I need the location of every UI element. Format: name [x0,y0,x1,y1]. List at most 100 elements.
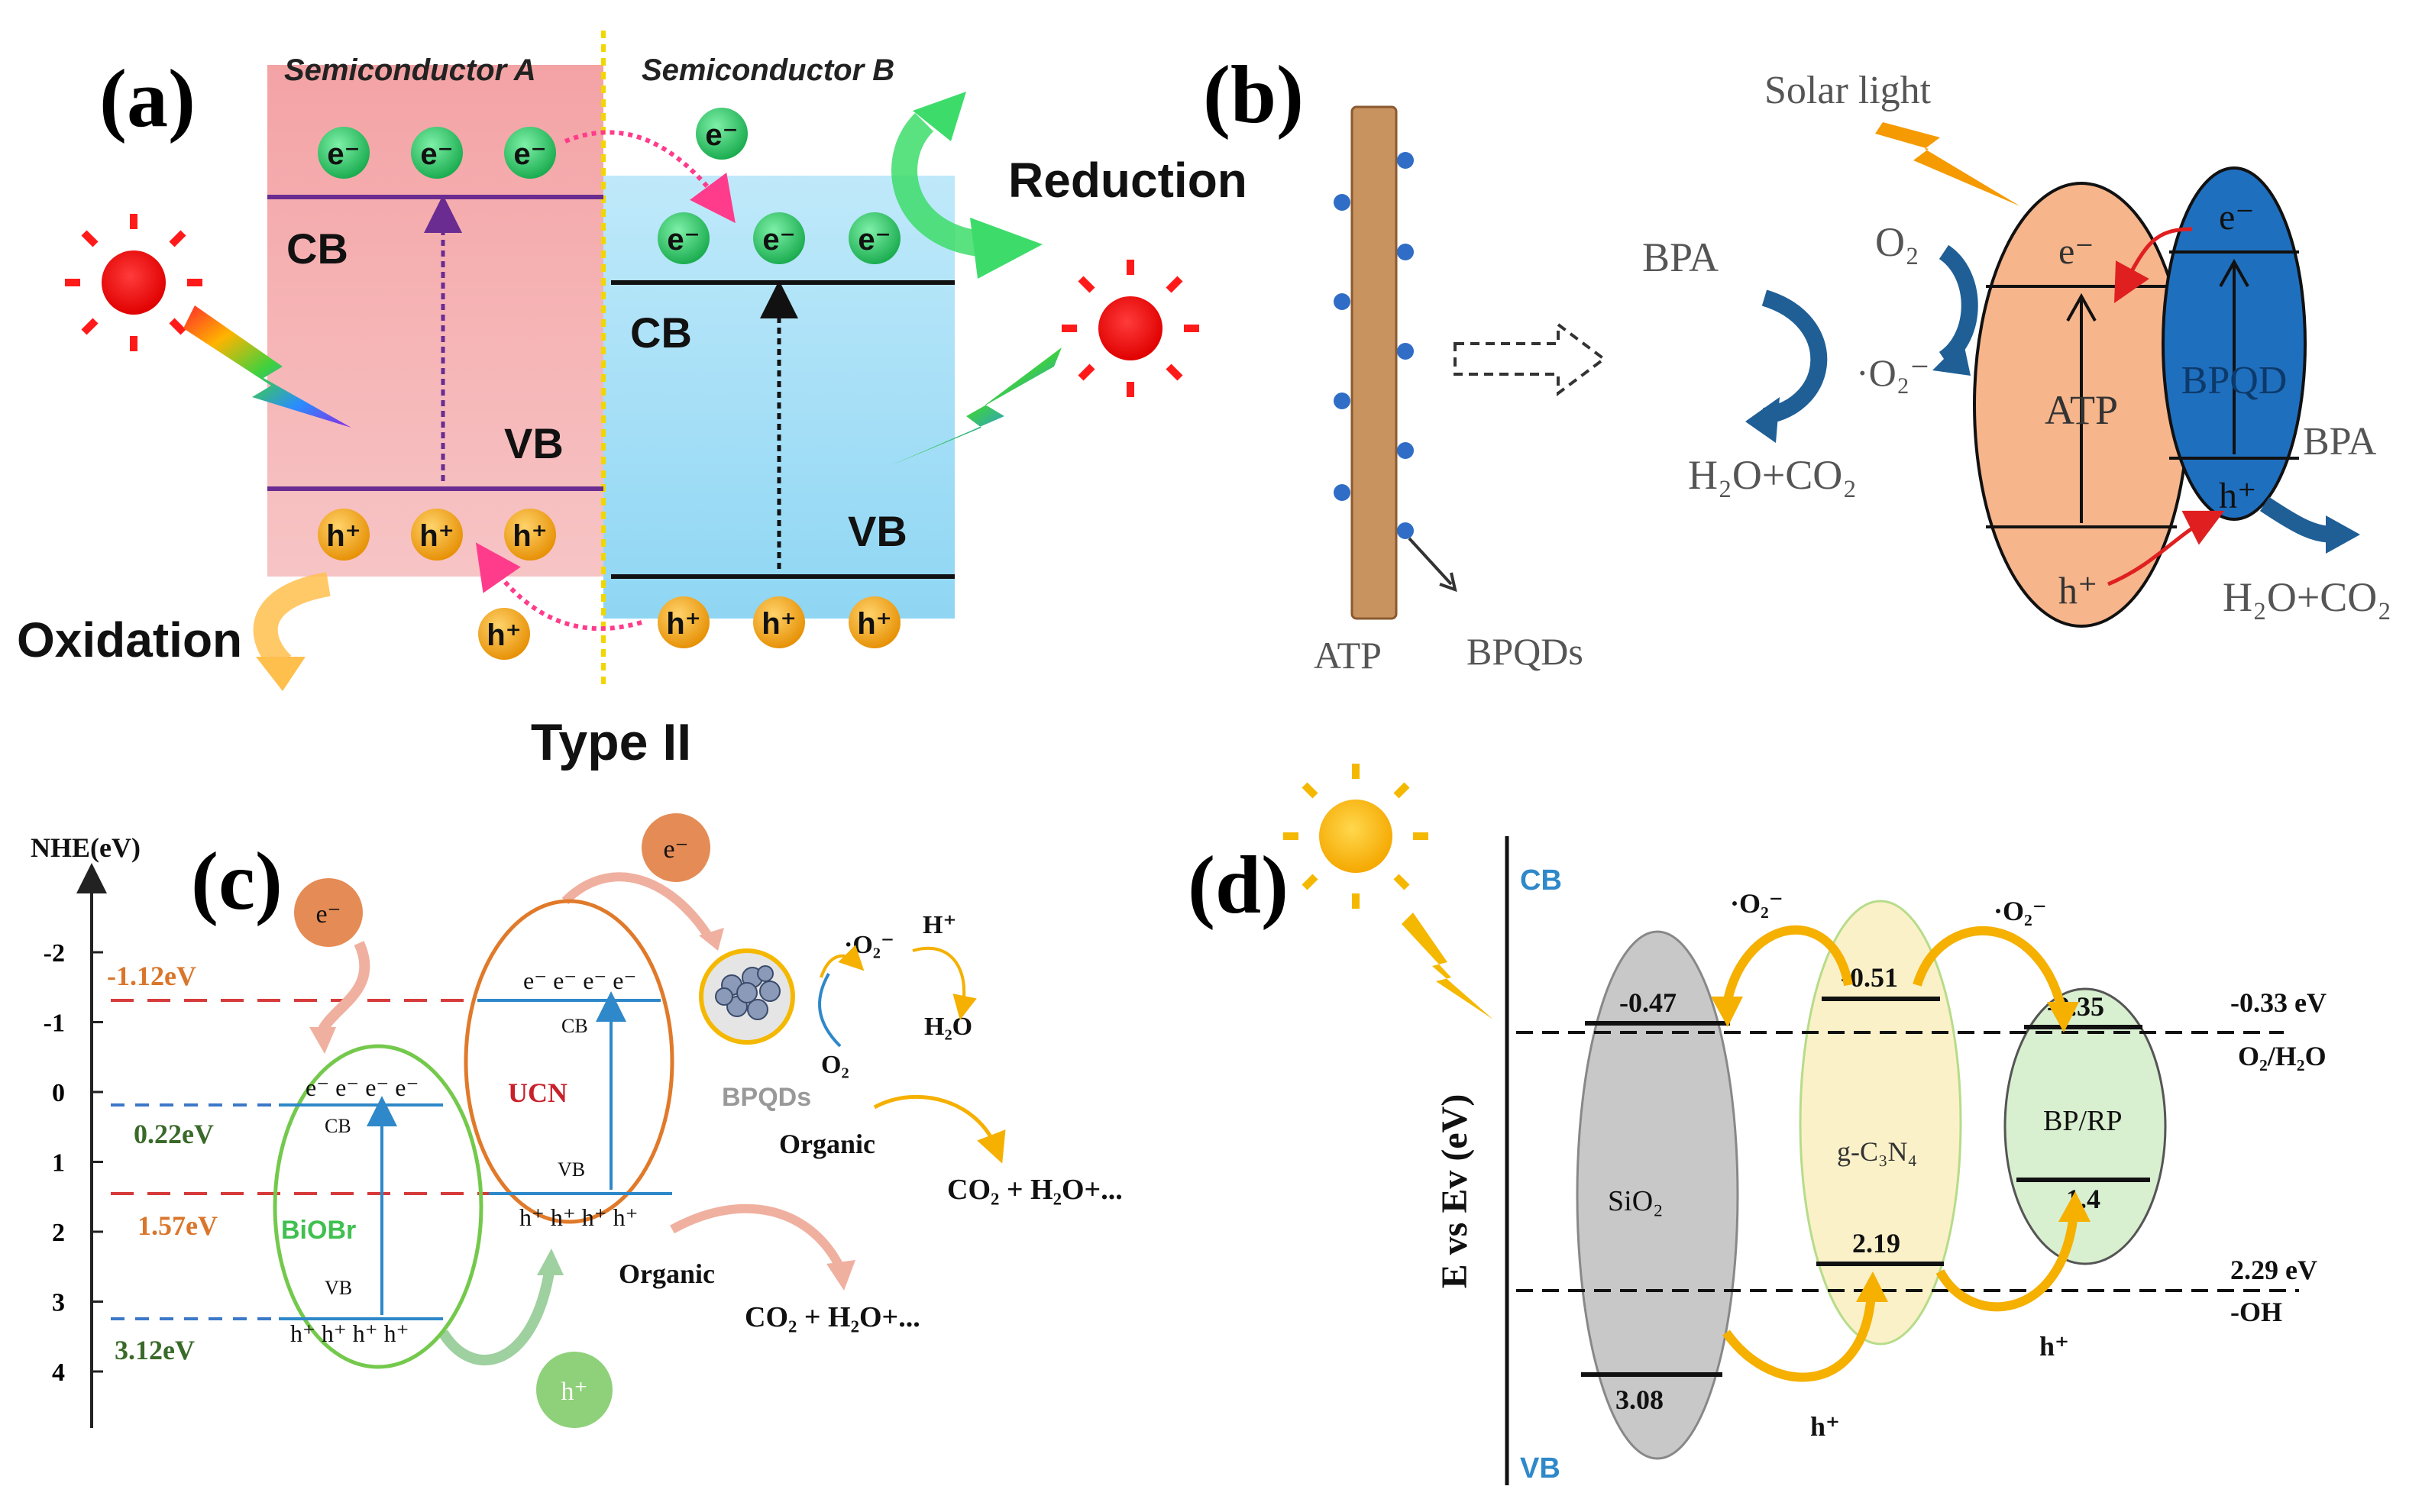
h2o-co2-right-label: H₂O+CO₂ [2223,574,2391,620]
sun-icon-left [65,214,202,351]
biobr-label: BiOBr [281,1216,356,1245]
semiconductor-b-label: Semiconductor B [642,53,894,87]
electron-curve-c2 [561,872,715,942]
electron-b1: e⁻ [658,212,710,264]
svg-text:e⁻: e⁻ [667,223,700,257]
hole-curve-c [438,1266,555,1365]
svg-text:h⁺: h⁺ [513,519,548,553]
panel-a: (a) Semiconductor A Semiconductor B CB V… [17,31,1247,771]
hole-transfer-arrow-b [2107,510,2225,586]
electron-transfer-arrow-b [2114,227,2193,303]
bpa-degradation-arrowhead [1745,397,1780,443]
gcn-label: g-C₃N₄ [1837,1136,1917,1167]
hole-b1: h⁺ [658,596,710,648]
oxidation-arrowhead [256,657,306,691]
reduction-arrowhead [970,218,1043,279]
biobr-ellipse [273,1044,483,1369]
type-ii-caption: Type II [531,713,691,771]
superoxide-d1: ·O₂⁻ [1730,888,1783,919]
gcn-ellipse [1799,900,1962,1346]
gcn-vb-value: 2.19 [1852,1228,1900,1258]
bpqd-dots [1334,152,1414,539]
hole-b2: h⁺ [753,596,805,648]
electron-b2: e⁻ [753,212,805,264]
reduction-label: Reduction [1008,153,1247,208]
atp-label: ATP [2045,387,2118,433]
ref1-value: -0.33 eV [2230,987,2327,1018]
atp-rod-label: ATP [1314,634,1382,677]
organic-arrow-2 [670,1203,845,1270]
biobr-cb-label: CB [325,1115,351,1137]
bpa-right-label: BPA [2303,420,2377,464]
product-label-1: CO₂ + H₂O+... [947,1174,1123,1206]
cb-a-label: CB [286,225,348,273]
bpqds-label-c: BPQDs [722,1083,811,1112]
o2-label: O₂ [1875,219,1919,265]
o2-reduction-arrow [1939,244,1978,367]
hole-arrow-d1 [1722,1294,1876,1382]
ref1-couple: O₂/H₂O [2238,1041,2327,1071]
atp-rod [1350,105,1398,620]
electron-a2: e⁻ [411,127,463,179]
svg-text:h⁺: h⁺ [666,607,701,641]
ucn-label: UCN [508,1077,568,1108]
product-label-2: CO₂ + H₂O+... [745,1301,920,1333]
vb-label-d: VB [1520,1452,1560,1485]
bpqds-cluster [699,948,795,1045]
hole-label-d1: h⁺ [1810,1411,1840,1442]
panel-d: (d) CB VB E vs Ev (eV) -0.47 SiO₂ 3.08 -… [1188,764,2327,1485]
cb-label-d: CB [1520,864,1562,897]
transform-arrow [1454,321,1607,396]
electron-ball-c1: e⁻ [294,878,363,947]
hole-b3: h⁺ [849,596,901,648]
ucn-cb-label: CB [561,1015,588,1037]
panel-b-label: (b) [1203,50,1304,141]
sio2-ellipse [1576,930,1739,1460]
organic-label-2: Organic [619,1258,715,1289]
energy-axis-title: E vs Ev (eV) [1434,1094,1475,1289]
sun-icon-right [1062,260,1199,397]
sio2-vb-value: 3.08 [1615,1384,1664,1415]
organic-label-1: Organic [779,1129,875,1159]
semiconductor-a-label: Semiconductor A [284,53,536,87]
hole-a2: h⁺ [411,509,463,561]
panel-b: (b) ATP BPQDs BPA O₂ ·O₂⁻ H₂O+CO₂ Solar … [1203,50,2391,677]
electron-transfer: e⁻ [696,108,748,160]
hole-transfer-arrow [475,542,642,632]
o2-c: O₂ [821,1051,849,1079]
level-label-3: 1.57eV [137,1210,218,1241]
panel-a-label: (a) [99,53,196,144]
o2-reduction-arrowhead [1932,340,1971,376]
svg-text:h⁺: h⁺ [762,607,797,641]
nhe-tick-label: 2 [52,1219,65,1247]
ucn-holes: h⁺ h⁺ h⁺ h⁺ [519,1203,639,1231]
hole-label-d2: h⁺ [2039,1331,2069,1362]
svg-text:h⁺: h⁺ [419,519,454,553]
atp-hole: h⁺ [2058,569,2097,612]
bpqd-label: BPQD [2181,359,2288,402]
superoxide-label: ·O₂⁻ [1856,351,1930,394]
ucn-ellipse [464,899,674,1224]
ref2-couple: -OH [2230,1297,2282,1327]
biobr-holes: h⁺ h⁺ h⁺ h⁺ [290,1320,409,1347]
biobr-vb-label: VB [325,1277,352,1299]
bpa-right-arrow [2259,496,2334,543]
solar-light-label: Solar light [1764,69,1932,112]
svg-text:e⁻: e⁻ [762,223,795,257]
electron-transfer-arrow [564,130,736,224]
organic-arrow-1 [873,1094,1006,1164]
bprp-label: BP/RP [2043,1105,2123,1137]
oxidation-curved-arrow-icon [253,572,331,674]
reduction-curved-arrow-icon [891,112,988,257]
svg-text:e⁻: e⁻ [420,137,453,171]
bpa-degradation-arrow [1761,289,1828,425]
level-label-4: 3.12eV [115,1335,195,1365]
superoxide-c: ·O₂⁻ [844,931,894,959]
svg-text:e⁻: e⁻ [858,223,891,257]
o2-link-arrow [818,973,842,1048]
bpa-left-label: BPA [1642,234,1719,280]
svg-text:e⁻: e⁻ [327,137,360,171]
h2o-co2-left-label: H₂O+CO₂ [1688,452,1857,498]
